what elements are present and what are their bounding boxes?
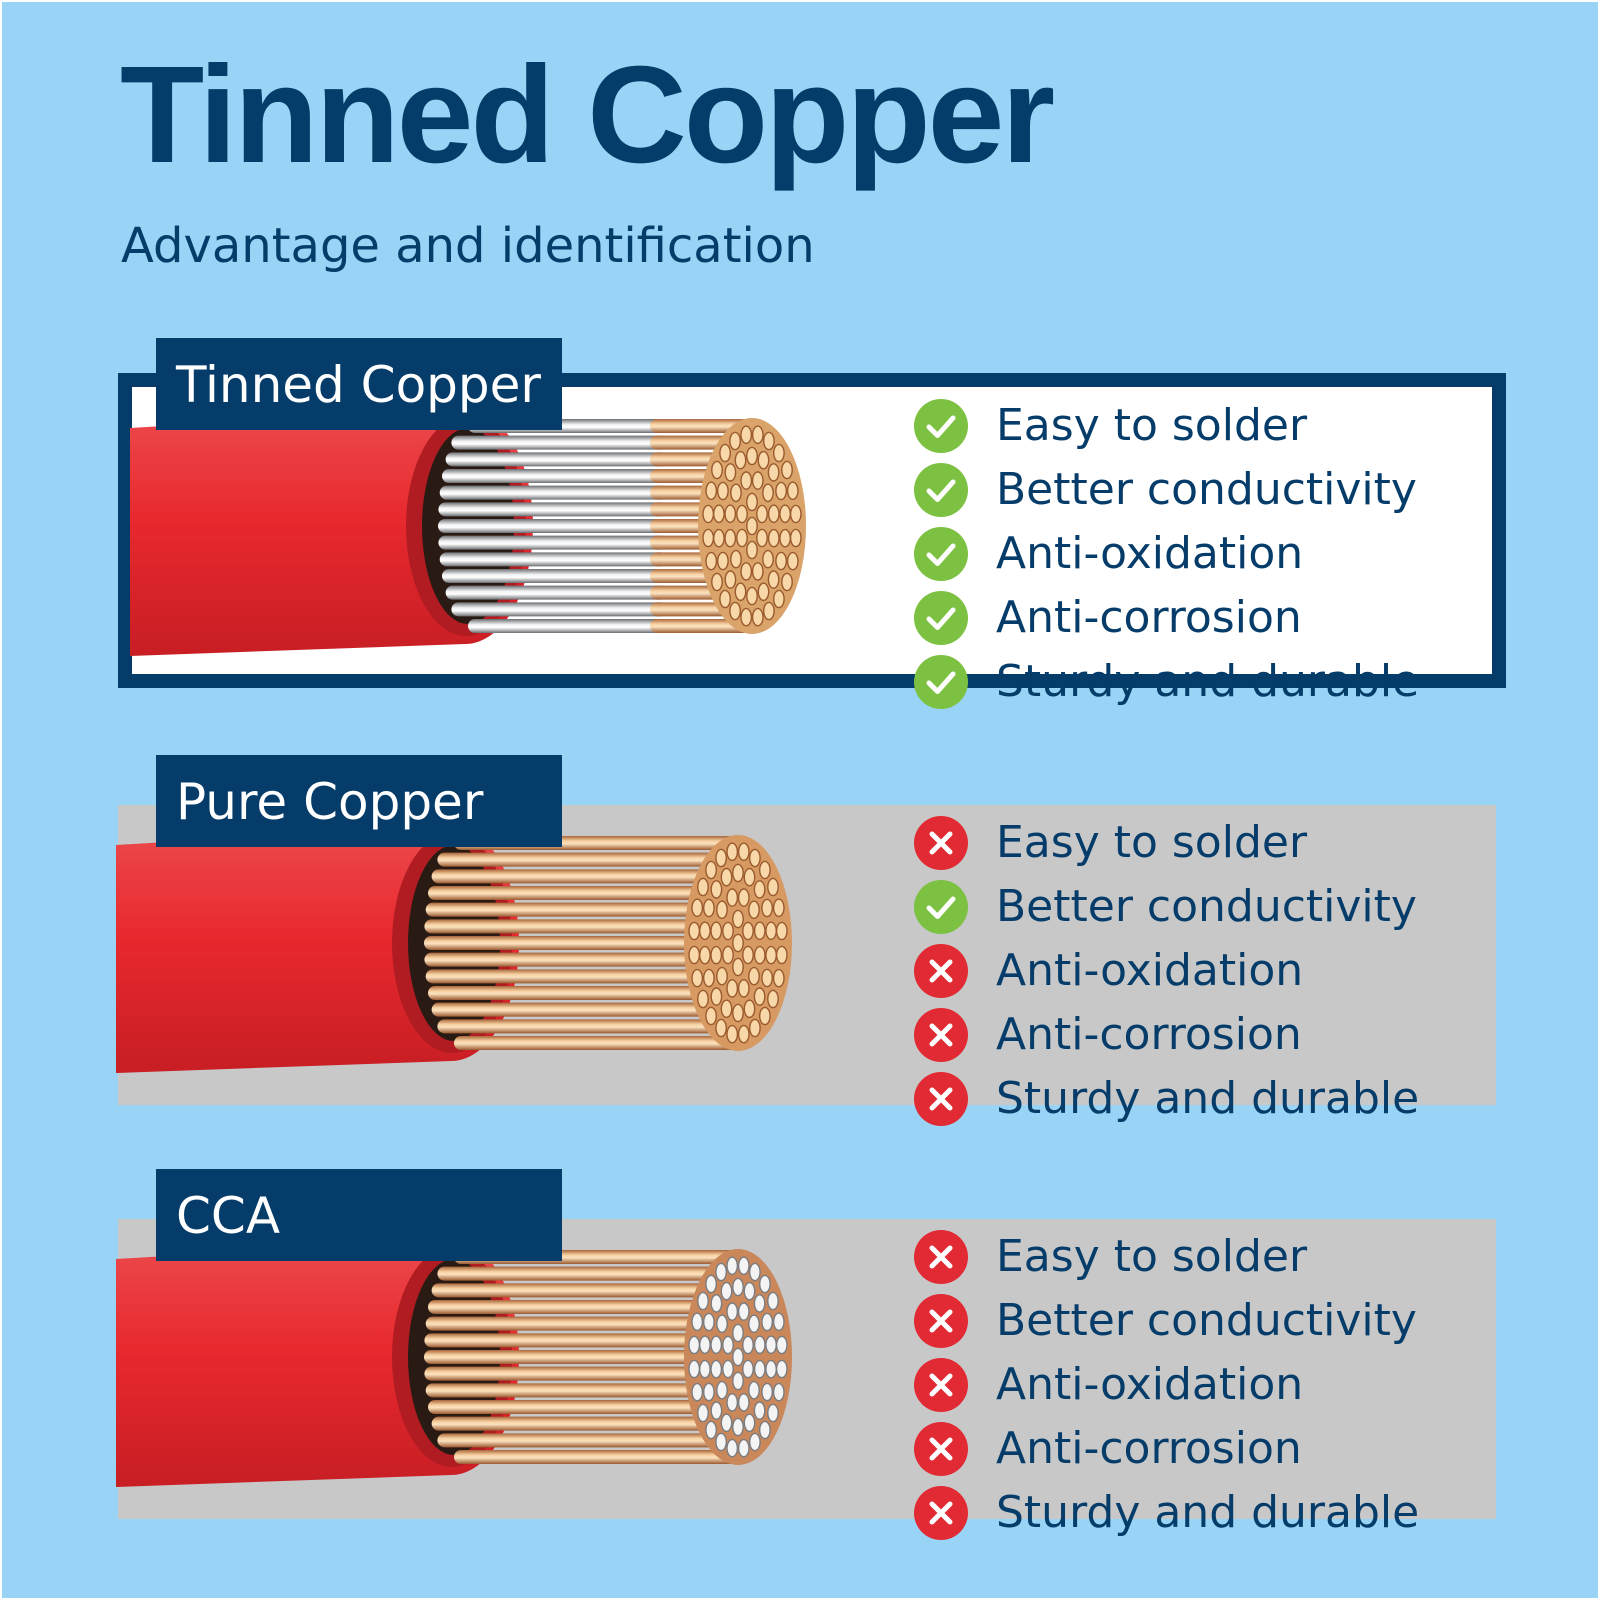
check-icon — [914, 463, 968, 517]
check-icon — [914, 527, 968, 581]
feature-text: Anti-corrosion — [996, 1009, 1302, 1060]
feature-item: Easy to solder — [914, 811, 1419, 875]
feature-text: Sturdy and durable — [996, 1487, 1420, 1538]
cross-icon — [914, 1486, 968, 1540]
panel-label: CCA — [156, 1169, 562, 1261]
feature-text: Sturdy and durable — [996, 1073, 1420, 1124]
conductor-end-face — [698, 418, 806, 634]
feature-text: Anti-oxidation — [996, 1359, 1304, 1410]
feature-text: Better conductivity — [996, 1295, 1417, 1346]
tinned-copper-wire-illustration — [130, 408, 806, 656]
feature-item: Sturdy and durable — [914, 1067, 1419, 1131]
feature-item: Sturdy and durable — [914, 650, 1419, 714]
cross-icon — [914, 1072, 968, 1126]
feature-text: Easy to solder — [996, 1231, 1308, 1282]
feature-item: Sturdy and durable — [914, 1481, 1419, 1545]
panel-label: Pure Copper — [156, 755, 562, 847]
panel-label: Tinned Copper — [156, 338, 562, 430]
cross-icon — [914, 1422, 968, 1476]
feature-item: Better conductivity — [914, 458, 1419, 522]
feature-item: Anti-oxidation — [914, 522, 1419, 586]
feature-text: Anti-oxidation — [996, 528, 1304, 579]
pure-copper-wire-illustration — [116, 825, 792, 1073]
feature-text: Anti-corrosion — [996, 1423, 1302, 1474]
feature-text: Easy to solder — [996, 817, 1308, 868]
feature-text: Anti-corrosion — [996, 592, 1302, 643]
check-icon — [914, 591, 968, 645]
feature-item: Anti-corrosion — [914, 586, 1419, 650]
feature-item: Easy to solder — [914, 394, 1419, 458]
feature-text: Sturdy and durable — [996, 656, 1420, 707]
cross-icon — [914, 1294, 968, 1348]
feature-item: Better conductivity — [914, 1289, 1419, 1353]
feature-text: Anti-oxidation — [996, 945, 1304, 996]
cross-icon — [914, 816, 968, 870]
cca-wire-illustration — [116, 1239, 792, 1487]
check-icon — [914, 655, 968, 709]
conductor-end-face — [684, 1249, 792, 1465]
cross-icon — [914, 944, 968, 998]
cross-icon — [914, 1008, 968, 1062]
feature-item: Easy to solder — [914, 1225, 1419, 1289]
page-title: Tinned Copper — [120, 38, 1055, 192]
page-subtitle: Advantage and identification — [121, 218, 815, 274]
cross-icon — [914, 1230, 968, 1284]
feature-text: Better conductivity — [996, 464, 1417, 515]
cross-icon — [914, 1358, 968, 1412]
check-icon — [914, 880, 968, 934]
feature-item: Anti-oxidation — [914, 1353, 1419, 1417]
check-icon — [914, 399, 968, 453]
feature-item: Anti-corrosion — [914, 1003, 1419, 1067]
conductor-end-face — [684, 835, 792, 1051]
feature-item: Anti-oxidation — [914, 939, 1419, 1003]
feature-text: Better conductivity — [996, 881, 1417, 932]
feature-text: Easy to solder — [996, 400, 1308, 451]
feature-item: Anti-corrosion — [914, 1417, 1419, 1481]
feature-item: Better conductivity — [914, 875, 1419, 939]
